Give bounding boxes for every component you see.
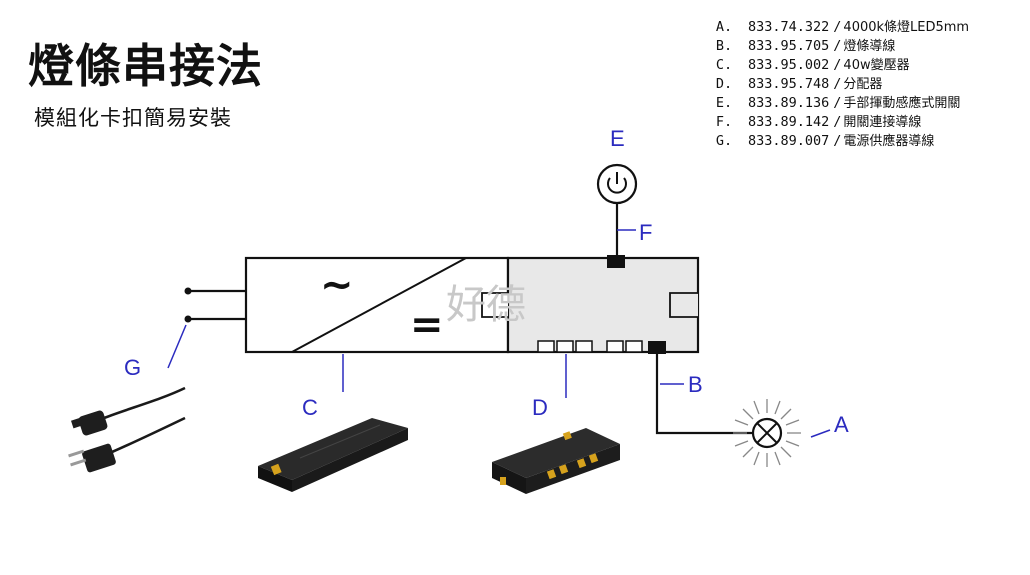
label-a: A — [834, 412, 849, 437]
legend-code: 833.74.322 — [748, 19, 830, 35]
legend-code: 833.95.748 — [748, 76, 830, 92]
legend-letter: B. — [715, 38, 733, 54]
label-d: D — [532, 395, 548, 420]
legend-desc: 手部揮動感應式開關 — [843, 96, 961, 111]
legend-code: 833.95.002 — [748, 57, 830, 73]
led-wire — [655, 354, 752, 435]
legend-letter: G. — [715, 133, 733, 149]
legend-item-e: E. 833.89.136 / 手部揮動感應式開關 — [700, 94, 969, 113]
legend-item-a: A. 833.74.322 / 4000k條燈LED5mm — [700, 18, 969, 37]
legend-code: 833.95.705 — [748, 38, 830, 54]
legend-desc: 燈條導線 — [843, 39, 896, 54]
page-subtitle: 模組化卡扣簡易安裝 — [34, 106, 232, 130]
legend-item-d: D. 833.95.748 / 分配器 — [700, 75, 969, 94]
ac-symbol: ~ — [320, 262, 354, 308]
leader-lines — [167, 229, 831, 438]
label-g: G — [124, 355, 141, 380]
legend-code: 833.89.007 — [748, 133, 830, 149]
legend-item-c: C. 833.95.002 / 40w變壓器 — [700, 56, 969, 75]
label-e: E — [610, 126, 625, 151]
dc-symbol: = — [410, 302, 444, 348]
legend-desc: 電源供應器導線 — [843, 134, 935, 149]
switch-symbol — [596, 163, 638, 255]
mains-terminals — [184, 287, 246, 323]
label-c: C — [302, 395, 318, 420]
parts-legend: A. 833.74.322 / 4000k條燈LED5mm B. 833.95.… — [700, 18, 969, 151]
distributor-symbol — [481, 255, 700, 354]
legend-desc: 40w變壓器 — [843, 58, 910, 73]
legend-letter: F. — [715, 114, 733, 130]
legend-desc: 分配器 — [843, 77, 883, 92]
legend-letter: A. — [715, 19, 733, 35]
transformer-illustration — [258, 418, 408, 492]
legend-item-g: G. 833.89.007 / 電源供應器導線 — [700, 132, 969, 151]
distributor-illustration — [492, 428, 620, 494]
label-f: F — [639, 220, 652, 245]
legend-desc: 開關連接導線 — [843, 115, 922, 130]
legend-item-f: F. 833.89.142 / 開關連接導線 — [700, 113, 969, 132]
power-cord-illustration — [68, 386, 186, 473]
legend-letter: D. — [715, 76, 733, 92]
led-lamp-symbol — [733, 399, 801, 467]
label-b: B — [688, 372, 703, 397]
legend-letter: E. — [715, 95, 733, 111]
legend-code: 833.89.142 — [748, 114, 830, 130]
watermark: 好德 — [446, 282, 526, 328]
legend-code: 833.89.136 — [748, 95, 830, 111]
legend-desc: 4000k條燈LED5mm — [843, 20, 970, 35]
page-title: 燈條串接法 — [28, 39, 263, 93]
legend-letter: C. — [715, 57, 733, 73]
legend-item-b: B. 833.95.705 / 燈條導線 — [700, 37, 969, 56]
